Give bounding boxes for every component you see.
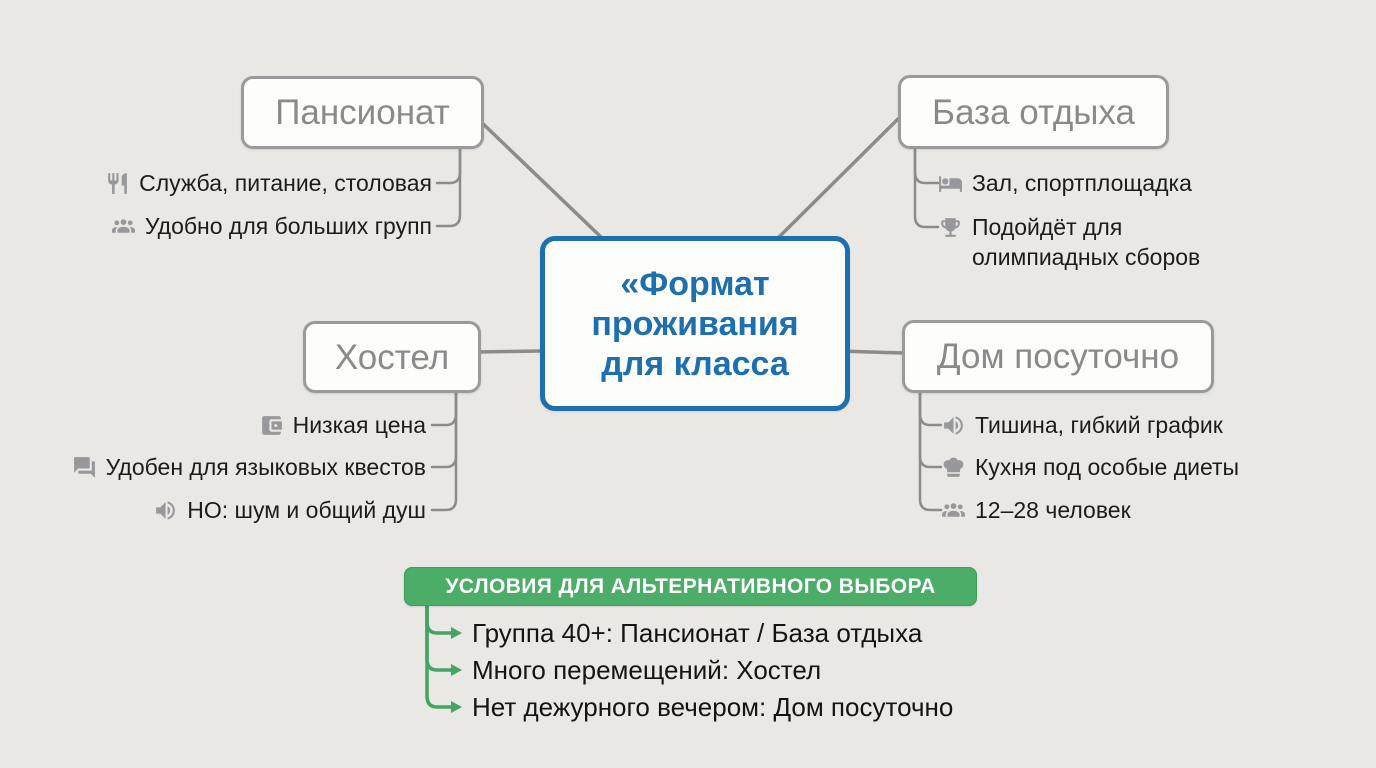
node-baza-otdyha-label: База отдыха [932,92,1135,132]
node-pansionat-label: Пансионат [275,93,450,132]
hostel-item-3: НО: шум и общий душ [153,495,426,525]
baza-item-1: Зал, спортплощадка [938,168,1192,198]
alternative-item-1: Группа 40+: Пансионат / База отдыха [472,618,923,648]
node-dom-posutochno-label: Дом посуточно [936,337,1180,376]
dom-item-1-label: Тишина, гибкий график [975,412,1223,438]
dom-item-1: Тишина, гибкий график [941,410,1223,440]
node-pansionat: Пансионат [241,76,484,149]
node-dom-posutochno: Дом посуточно [902,320,1214,393]
speaker-icon [941,413,966,438]
trophy-icon [938,215,963,240]
sub-item-lines [430,141,943,512]
baza-item-2: Подойдёт для олимпиадных сборов [938,212,1212,272]
hostel-item-1: Низкая цена [259,410,426,440]
pansionat-item-2-label: Удобно для больших групп [144,213,432,239]
alternative-item-3: Нет дежурного вечером: Дом посуточно [472,692,954,722]
wallet-icon [259,413,284,438]
alternative-item-2: Много перемещений: Хостел [472,655,822,685]
green-arrow-lines [425,601,462,713]
node-hostel-label: Хостел [334,337,450,377]
dom-item-3-label: 12–28 человек [975,497,1131,523]
bed-icon [938,171,963,196]
chef-hat-icon [941,455,966,480]
pansionat-item-1-label: Служба, питание, столовая [139,170,432,196]
dom-item-2: Кухня под особые диеты [941,452,1239,482]
dom-item-3: 12–28 человек [941,495,1131,525]
central-topic-node: «Формат проживания для класса [540,236,850,411]
alternatives-header-label: УСЛОВИЯ ДЛЯ АЛЬТЕРНАТИВНОГО ВЫБОРА [445,574,936,598]
arrow-right-icon [451,627,462,713]
baza-item-1-label: Зал, спортплощадка [972,170,1192,196]
alternatives-header: УСЛОВИЯ ДЛЯ АЛЬТЕРНАТИВНОГО ВЫБОРА [404,567,977,606]
hostel-item-2: Удобен для языковых квестов [72,452,426,482]
node-hostel: Хостел [303,321,481,393]
people-icon [941,498,966,523]
hostel-item-3-label: НО: шум и общий душ [187,497,426,523]
node-baza-otdyha: База отдыха [898,75,1169,149]
baza-item-2-label: Подойдёт для олимпиадных сборов [972,214,1201,270]
hostel-item-1-label: Низкая цена [292,412,426,438]
pansionat-item-1: Служба, питание, столовая [105,168,432,198]
dom-item-2-label: Кухня под особые диеты [975,454,1240,480]
pansionat-item-2: Удобно для больших групп [111,211,432,241]
hostel-item-2-label: Удобен для языковых квестов [105,454,426,480]
central-topic-label: «Формат проживания для класса [591,264,799,383]
people-icon [111,214,136,239]
speaker-icon [153,498,178,523]
chat-icon [72,455,97,480]
utensils-icon [105,171,130,196]
